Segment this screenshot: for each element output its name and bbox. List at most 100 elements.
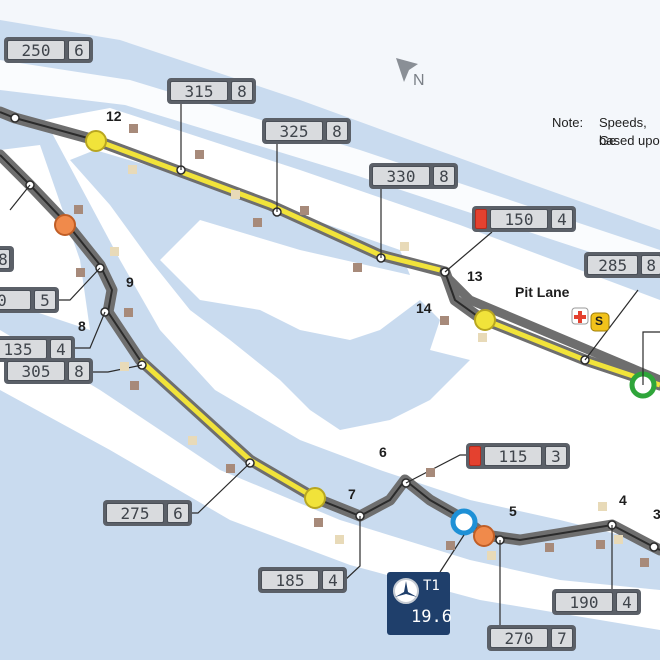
speed-gauge: 270 7 (487, 625, 576, 651)
note-line-2: based upo (599, 133, 660, 148)
grandstand (426, 468, 435, 477)
braking-indicator (475, 209, 487, 229)
leader (190, 462, 251, 514)
grandstand (195, 150, 204, 159)
marker-14 (474, 309, 496, 331)
corner-13: 13 (467, 268, 483, 284)
gear-value: 6 (68, 40, 90, 60)
leader (9, 184, 31, 211)
grandstand (129, 124, 138, 133)
gear-value: 8 (641, 255, 660, 275)
grandstand (110, 247, 119, 256)
north-arrow-icon (396, 58, 418, 82)
speed-value: 330 (372, 166, 430, 186)
grandstand (598, 502, 607, 511)
grandstand (76, 268, 85, 277)
braking-indicator (469, 446, 481, 466)
speed-value: 115 (484, 446, 542, 466)
speed-gauge: 330 8 (369, 163, 458, 189)
leader (90, 364, 143, 373)
speed-gauge: 190 4 (552, 589, 641, 615)
gear-value: 4 (322, 570, 344, 590)
grandstand (74, 205, 83, 214)
speed-value: 285 (587, 255, 639, 275)
grandstand (300, 206, 309, 215)
corner-3: 3 (653, 506, 660, 522)
speed-gauge: 315 8 (167, 78, 256, 104)
speed-value: 0 (0, 290, 31, 310)
gear-value: 7 (551, 628, 573, 648)
shore-band-top (0, 60, 660, 275)
grandstand (314, 518, 323, 527)
corner-8: 8 (78, 318, 86, 334)
island-left (0, 145, 90, 330)
leader (70, 311, 106, 349)
braking-gauge: 150 4 (472, 206, 576, 232)
marker-7 (304, 487, 326, 509)
note-label: Note: (552, 115, 584, 130)
leader (344, 516, 361, 581)
corner-5: 5 (509, 503, 517, 519)
leader (584, 289, 639, 361)
grandstand (226, 464, 235, 473)
speed-gauge: 250 6 (4, 37, 93, 63)
gear-value: 4 (50, 339, 72, 359)
gear-value: 4 (616, 592, 638, 612)
team-logo-icon (393, 578, 419, 604)
safety-letter: S (595, 314, 604, 328)
speed-value: 185 (261, 570, 319, 590)
speed-gauge: 275 6 (103, 500, 192, 526)
water-lower (0, 390, 660, 660)
speed-value: 270 (490, 628, 548, 648)
speed-gauge: 135 4 (0, 336, 75, 362)
marker-orange-5 (473, 525, 495, 547)
dot (649, 542, 659, 552)
pit-lane-label: Pit Lane (515, 284, 570, 300)
mainland-top (0, 0, 660, 230)
speed-gauge: 0 5 (0, 287, 59, 313)
grandstand (231, 190, 240, 199)
grandstand (596, 540, 605, 549)
gear-value: 4 (551, 209, 573, 229)
corner-14: 14 (416, 300, 432, 316)
leader (642, 331, 660, 385)
speed-value: 190 (555, 592, 613, 612)
grandstand (400, 242, 409, 251)
speed-gauge: 305 8 (4, 358, 93, 384)
speed-value: 305 (7, 361, 65, 381)
leader (444, 231, 493, 273)
dot (10, 113, 20, 123)
grandstand (545, 543, 554, 552)
sector-value: 19.6 (411, 607, 452, 627)
grandstand (440, 316, 449, 325)
leader (439, 534, 465, 573)
gear-value: 8 (231, 81, 253, 101)
speed-value: 150 (490, 209, 548, 229)
speed-value: 325 (265, 121, 323, 141)
gear-value: 8 (0, 249, 10, 269)
grandstand (614, 535, 623, 544)
safety-car-icon (590, 312, 610, 332)
grandstand (128, 165, 137, 174)
corner-4: 4 (619, 492, 627, 508)
marker-blue (450, 508, 478, 536)
speed-gauge: 325 8 (262, 118, 351, 144)
gear-value: 3 (545, 446, 567, 466)
note-line-1: Speeds, Ge (599, 115, 647, 148)
sector-label: T1 (423, 578, 440, 594)
grandstand (335, 535, 344, 544)
grandstand (353, 263, 362, 272)
speed-value: 135 (0, 339, 47, 359)
grandstand (478, 333, 487, 342)
speed-gauge: 8 (0, 246, 14, 272)
grandstand (120, 362, 129, 371)
speed-gauge: 285 8 (584, 252, 660, 278)
speed-value: 315 (170, 81, 228, 101)
grandstand (487, 551, 496, 560)
gear-value: 8 (433, 166, 455, 186)
grandstand (188, 436, 197, 445)
marker-12 (85, 130, 107, 152)
grandstand (130, 381, 139, 390)
leader (405, 454, 468, 484)
